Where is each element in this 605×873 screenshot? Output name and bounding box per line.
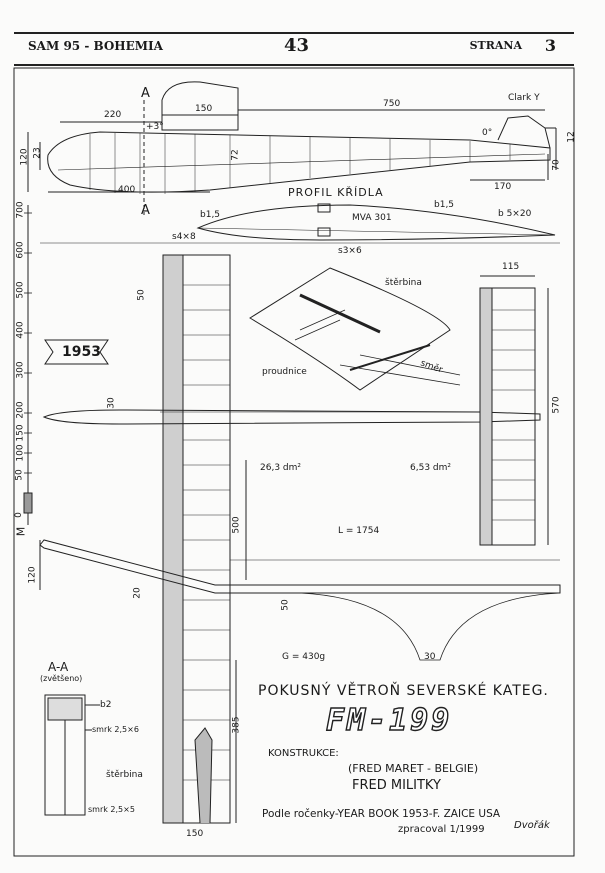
stab-length: 570 [551, 396, 562, 414]
model-name: FM-199 [325, 702, 453, 738]
scale-tick-100: 100 [15, 444, 26, 462]
section-aa-spar: smrk 2,5×6 [92, 725, 139, 734]
detail-streamline-label: proudnice [262, 367, 307, 377]
angle-wing: +3° [146, 122, 164, 132]
dim-30: 30 [106, 397, 117, 409]
profile-note-4: s4×8 [172, 232, 196, 242]
wing-section-name: MVA 301 [352, 213, 392, 223]
dim-tail-len: 170 [494, 182, 512, 192]
detail-slot-label: štěrbina [385, 278, 422, 288]
scale-tick-500: 500 [15, 281, 26, 299]
wing-half-span: 500 [231, 516, 242, 534]
source-note: Podle ročenky-YEAR BOOK 1953-F. ZAICE US… [262, 808, 501, 820]
angle-tail: 0° [482, 128, 493, 138]
scale-tick-0: 0 [13, 512, 24, 518]
scale-tick-600: 600 [15, 241, 26, 259]
konstrukce-label: KONSTRUKCE: [268, 748, 339, 759]
stab-area: 6,53 dm² [410, 463, 451, 473]
tail-fin [497, 115, 551, 149]
fuselage-frames [89, 133, 511, 194]
year-tag-frame [44, 339, 109, 365]
info-title: POKUSNÝ VĚTROŇ SEVERSKÉ KATEG. [258, 683, 549, 699]
drawing-frame [13, 67, 575, 857]
dim-height: 120 [19, 148, 30, 166]
dim-fin-h: 12 [566, 131, 577, 143]
page-header: SAM 95 - BOHEMIA 43 STRANA 3 [14, 32, 574, 66]
section-marker-bottom: A [141, 203, 151, 218]
redrawn-note: zpracoval 1/1999 [398, 824, 485, 835]
dim-50b: 50 [280, 599, 291, 611]
section-aa-title: A-A [48, 660, 69, 674]
header-number: 43 [284, 35, 310, 56]
fuselage-length: L = 1754 [338, 526, 380, 536]
dim-wing-chord: 150 [195, 104, 213, 114]
airfoil-tail: Clark Y [508, 93, 540, 103]
scale-tick-200: 200 [15, 401, 26, 419]
scale-tick-400: 400 [15, 321, 26, 339]
dim-mid-h: 72 [230, 149, 241, 161]
scale-unit: M [14, 526, 28, 537]
dim-nose-h: 23 [32, 147, 43, 159]
section-aa-subtitle: (zvětšeno) [40, 674, 83, 683]
scale-tick-700: 700 [15, 201, 26, 219]
section-aa-slot: štěrbina [106, 770, 143, 780]
fuselage-plan [42, 409, 541, 425]
scale-tick-300: 300 [15, 361, 26, 379]
signature: Dvořák [514, 820, 550, 831]
scale-tick-150: 150 [15, 424, 26, 442]
wing-leading-edge [162, 254, 184, 824]
wing-area: 26,3 dm² [260, 463, 301, 473]
wing-chord-plan: 150 [186, 829, 204, 839]
designer-2: FRED MILITKY [352, 778, 441, 793]
dim-20: 20 [132, 587, 143, 599]
section-aa-b2: b2 [100, 700, 112, 710]
dim-30b: 30 [424, 652, 436, 662]
designer-1: (FRED MARET - BELGIE) [348, 762, 479, 775]
slot-detail-wing [249, 267, 451, 391]
dim-tail-arm: 750 [383, 99, 401, 109]
dihedral-view [39, 539, 561, 594]
dim-tail-h: 70 [551, 159, 562, 171]
scale-tick-50: 50 [14, 469, 25, 481]
wing-ribs [183, 284, 230, 781]
dim-120: 120 [27, 566, 38, 584]
profile-note-2: b1,5 [434, 200, 455, 210]
wing-pylon [161, 81, 239, 131]
profile-note-5: s3×6 [338, 246, 362, 256]
dim-nose-len: 400 [118, 185, 136, 195]
dim-50: 50 [136, 289, 147, 301]
wing-profile-label: PROFIL KŘÍDLA [288, 186, 384, 199]
wing-tip-span: 385 [231, 716, 242, 734]
section-aa-spar-b: smrk 2,5×5 [88, 805, 135, 814]
profile-note-3: b 5×20 [498, 209, 532, 219]
stab-span: 115 [502, 262, 520, 272]
profile-note-1: b1,5 [200, 210, 221, 220]
header-page: 3 [544, 36, 556, 55]
weight: G = 430g [282, 652, 326, 662]
year-tag: 1953 [62, 344, 101, 360]
dim-nose: 220 [104, 110, 122, 120]
header-title: SAM 95 - BOHEMIA [28, 39, 163, 53]
header-strana: STRANA [469, 39, 522, 52]
section-marker-top: A [141, 86, 151, 101]
